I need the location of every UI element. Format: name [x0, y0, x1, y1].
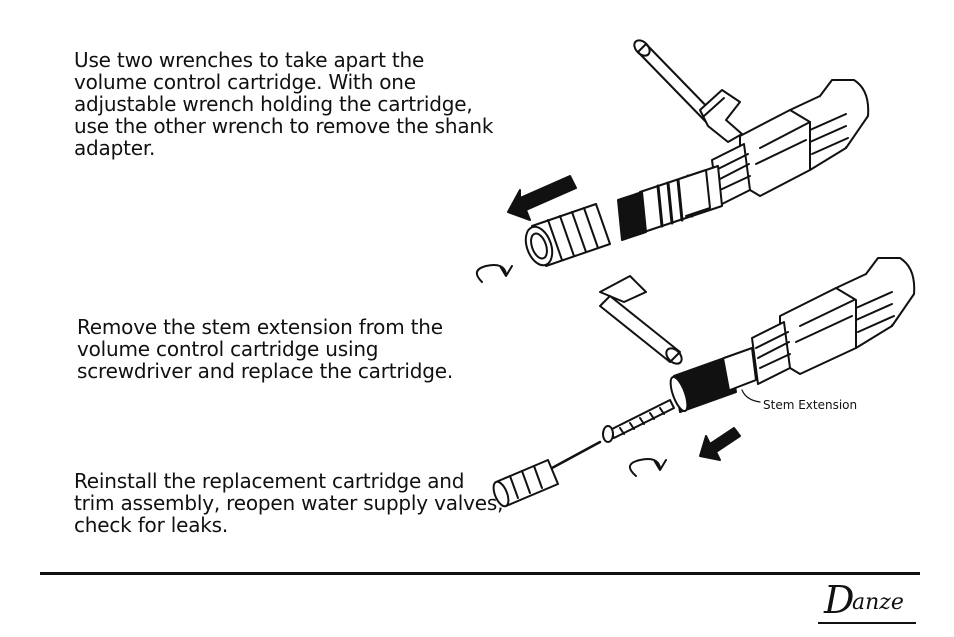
- footer-divider: [40, 572, 920, 575]
- step-1-line: adapter.: [74, 136, 156, 160]
- brand-logo-initial: D: [824, 578, 855, 622]
- adjustable-wrench-icon: [633, 39, 743, 143]
- rotate-arrow-icon: [629, 458, 667, 477]
- brand-logo-rest: anze: [852, 590, 904, 615]
- stem-extension: [669, 347, 757, 413]
- arrow-left-icon: [699, 427, 741, 461]
- cartridge-disassembly-illustration: [475, 39, 916, 508]
- volume-control-cartridge-bottom: [751, 257, 916, 385]
- step-1-line: Use two wrenches to take apart the: [74, 48, 425, 72]
- step-3-line: trim assembly, reopen water supply valve…: [74, 491, 504, 515]
- step-2-line: Remove the stem extension from the: [77, 315, 443, 339]
- volume-control-cartridge-top: [711, 79, 870, 207]
- shank-adapter: [524, 203, 611, 267]
- rotate-arrow-icon: [475, 264, 513, 283]
- step-1-line: use the other wrench to remove the shank: [74, 114, 494, 138]
- step-1-text: Use two wrenches to take apart the volum…: [74, 49, 494, 159]
- screw-icon: [602, 399, 675, 443]
- step-3-line: Reinstall the replacement cartridge and: [74, 469, 465, 493]
- screwdriver-icon: [492, 440, 602, 508]
- stem-extension-leader-line: [741, 389, 761, 403]
- step-2-text: Remove the stem extension from the volum…: [77, 316, 477, 382]
- step-3-text: Reinstall the replacement cartridge and …: [74, 469, 504, 537]
- step-2-line: screwdriver and replace the cartridge.: [77, 359, 454, 383]
- adjustable-wrench-icon: [599, 275, 683, 365]
- brand-logo: D anze: [810, 578, 920, 628]
- arrow-left-icon: [507, 175, 577, 221]
- stem-extension-label: Stem Extension: [763, 398, 858, 412]
- brand-logo-underline: [818, 622, 916, 624]
- stem-shaft-top: [617, 165, 723, 241]
- step-1-line: adjustable wrench holding the cartridge,: [74, 92, 473, 116]
- step-2-line: volume control cartridge using: [77, 337, 379, 361]
- step-3-line: check for leaks.: [74, 513, 229, 537]
- step-1-line: volume control cartridge. With one: [74, 70, 416, 94]
